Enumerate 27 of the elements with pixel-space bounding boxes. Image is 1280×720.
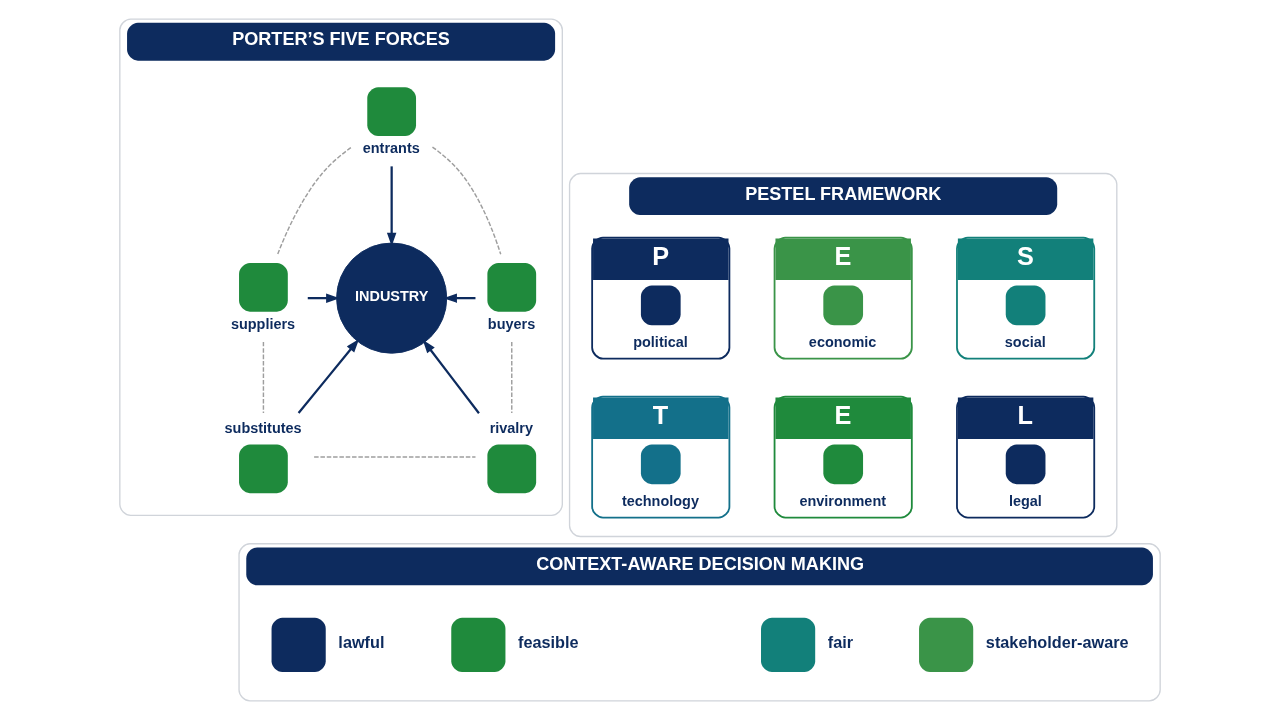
connector [431,146,502,256]
node-label: rivalry [489,419,533,436]
arrow [443,293,476,303]
arrow [297,338,360,414]
arrow [307,293,340,303]
node-label: fair [827,632,854,651]
connector [511,341,513,414]
node-box [367,87,417,137]
node-label: feasible [518,632,579,651]
node-box [451,617,506,672]
node-label: substitutes [224,419,302,436]
connector [313,456,477,458]
connector [262,341,265,414]
node-box [487,444,537,494]
node-box [919,617,974,672]
node-box [239,444,288,494]
node-box [761,617,816,672]
node-box [487,262,537,312]
node-label: stakeholder-aware [985,632,1129,651]
node-label: suppliers [230,315,296,332]
node-label: buyers [487,315,536,332]
connector [277,146,352,255]
node-label: lawful [338,632,385,651]
arrow [422,339,480,414]
node-label: entrants [362,140,420,157]
node-box [239,262,288,312]
node-box [271,617,326,672]
